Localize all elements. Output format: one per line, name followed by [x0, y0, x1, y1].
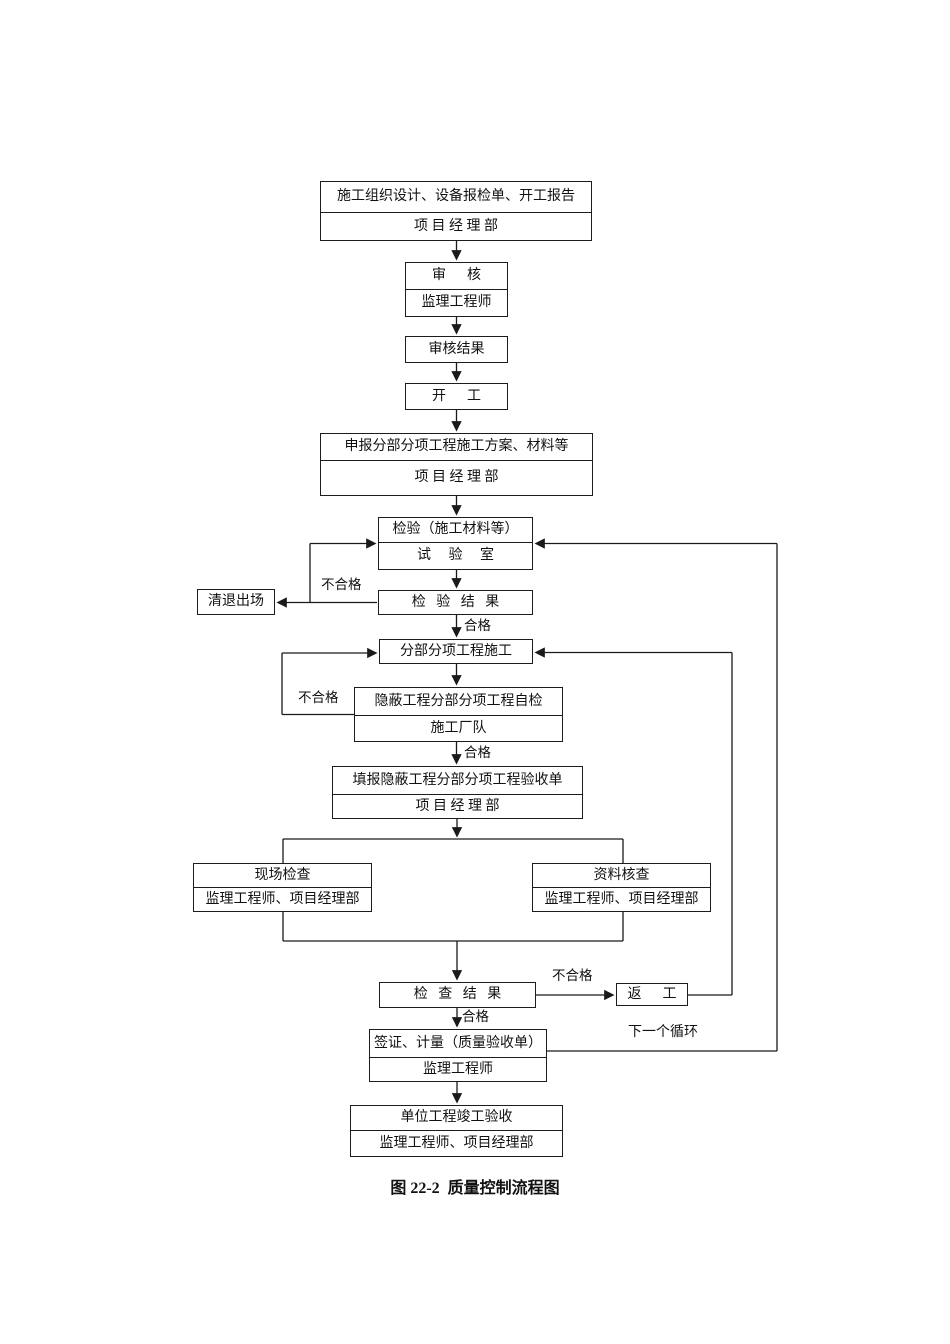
- node-commence: 开 工: [405, 383, 508, 410]
- node-review: 审 核 监理工程师: [405, 262, 508, 317]
- node-start-dept: 项 目 经 理 部: [321, 212, 591, 240]
- node-clear-out-title: 清退出场: [208, 594, 264, 609]
- node-start: 施工组织设计、设备报检单、开工报告 项 目 经 理 部: [320, 181, 592, 241]
- node-material-test: 检验（施工材料等） 试 验 室: [378, 517, 533, 570]
- node-sign-measure: 签证、计量（质量验收单） 监理工程师: [369, 1029, 547, 1082]
- node-sign-measure-dept: 监理工程师: [370, 1057, 546, 1081]
- node-completion-dept: 监理工程师、项目经理部: [351, 1130, 562, 1156]
- node-site-check-dept: 监理工程师、项目经理部: [194, 887, 371, 911]
- node-acceptance-form-dept: 项 目 经 理 部: [333, 794, 582, 818]
- node-construction: 分部分项工程施工: [379, 639, 533, 664]
- edge-label-material-fail: 不合格: [321, 577, 362, 592]
- node-declare-title: 申报分部分项工程施工方案、材料等: [344, 439, 569, 454]
- node-data-check-title: 资料核查: [593, 867, 650, 883]
- edge-label-check-fail: 不合格: [552, 968, 593, 983]
- edge-label-check-pass: 合格: [462, 1009, 489, 1024]
- figure-caption: 图 22-2 质量控制流程图: [390, 1180, 560, 1197]
- edge-label-material-pass: 合格: [464, 618, 491, 633]
- node-sign-measure-title: 签证、计量（质量验收单）: [374, 1035, 542, 1051]
- node-construction-title: 分部分项工程施工: [400, 643, 512, 659]
- edge-label-next-cycle: 下一个循环: [628, 1025, 698, 1040]
- node-acceptance-form-title: 填报隐蔽工程分部分项工程验收单: [352, 772, 563, 788]
- node-declare-dept: 项 目 经 理 部: [321, 460, 592, 495]
- node-clear-out: 清退出场: [197, 589, 275, 615]
- node-completion-title: 单位工程竣工验收: [400, 1110, 513, 1125]
- node-material-test-title: 检验（施工材料等）: [392, 522, 519, 537]
- node-rework: 返 工: [616, 983, 688, 1006]
- node-acceptance-form: 填报隐蔽工程分部分项工程验收单 项 目 经 理 部: [332, 766, 583, 819]
- node-data-check: 资料核查 监理工程师、项目经理部: [532, 863, 711, 912]
- node-check-result-title: 检 查 结 果: [413, 987, 502, 1002]
- node-material-test-dept: 试 验 室: [379, 542, 532, 569]
- node-test-result-title: 检 验 结 果: [411, 594, 500, 610]
- node-review-result-title: 审核结果: [428, 341, 485, 357]
- node-site-check-title: 现场检查: [254, 867, 311, 883]
- node-data-check-dept: 监理工程师、项目经理部: [533, 887, 710, 911]
- node-review-dept: 监理工程师: [406, 289, 507, 316]
- node-rework-title: 返 工: [627, 986, 677, 1002]
- node-start-title: 施工组织设计、设备报检单、开工报告: [337, 189, 575, 204]
- edge-label-self-check-pass: 合格: [464, 745, 491, 760]
- node-site-check: 现场检查 监理工程师、项目经理部: [193, 863, 372, 912]
- node-commence-title: 开 工: [432, 388, 481, 404]
- node-review-title: 审 核: [432, 268, 481, 283]
- node-check-result: 检 查 结 果: [379, 982, 536, 1008]
- node-completion: 单位工程竣工验收 监理工程师、项目经理部: [350, 1105, 563, 1157]
- node-self-check-title: 隐蔽工程分部分项工程自检: [374, 693, 543, 709]
- node-test-result: 检 验 结 果: [378, 590, 533, 615]
- node-self-check: 隐蔽工程分部分项工程自检 施工厂队: [354, 687, 563, 742]
- node-self-check-dept: 施工厂队: [355, 715, 562, 741]
- edge-label-self-check-fail: 不合格: [298, 690, 339, 705]
- node-review-result: 审核结果: [405, 336, 508, 363]
- node-declare: 申报分部分项工程施工方案、材料等 项 目 经 理 部: [320, 433, 593, 496]
